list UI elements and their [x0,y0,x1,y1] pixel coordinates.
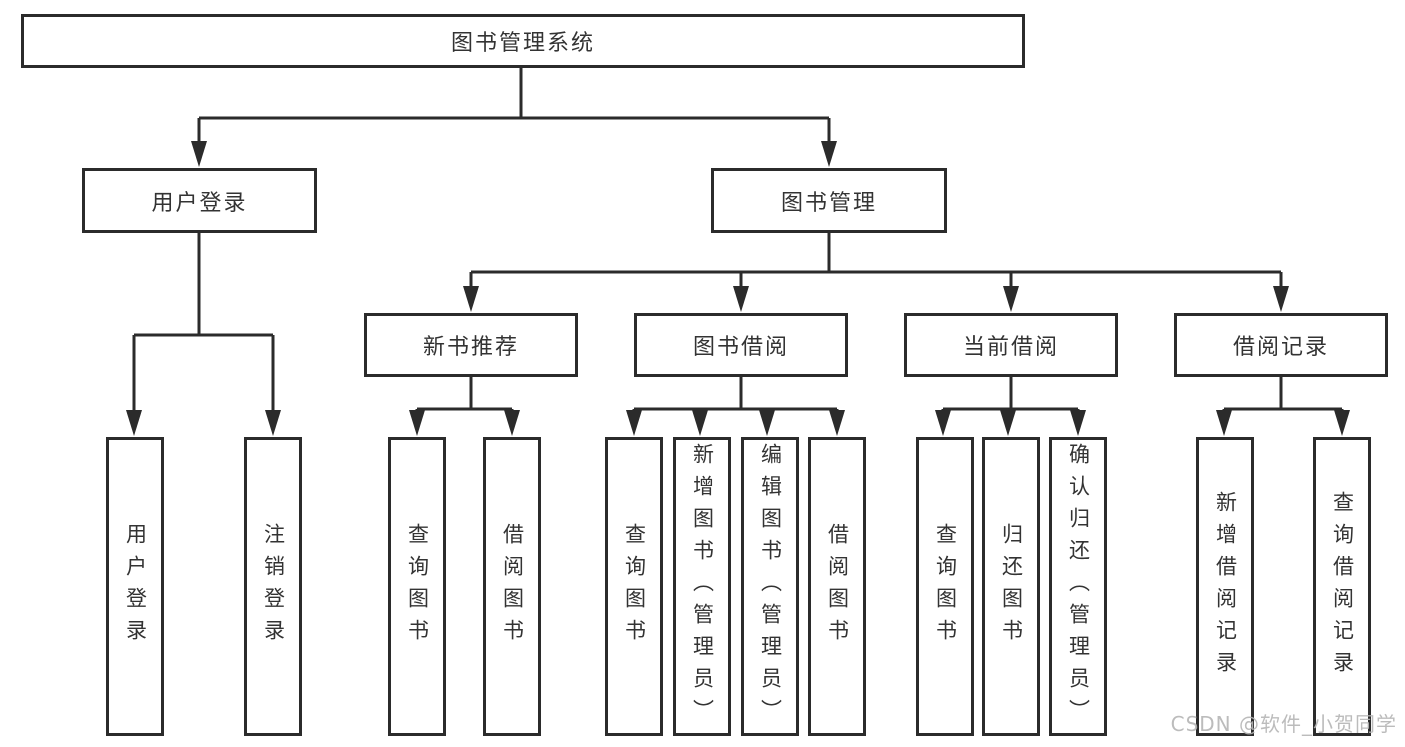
connector-new-book-rec-to-leaves [415,376,514,415]
leaf-edit-books-admin-label: 编辑图书（管理员） [758,442,783,731]
leaf-edit-books-admin: 编辑图书（管理员） [741,437,799,736]
leaf-borrow-books-1: 借阅图书 [483,437,541,736]
leaf-confirm-return-admin: 确认归还（管理员） [1049,437,1107,736]
leaf-query-books-2-label: 查询图书 [622,522,647,651]
leaf-add-books-admin: 新增图书（管理员） [673,437,731,736]
node-book-borrowing-label: 图书借阅 [692,335,789,360]
arrowhead [759,410,775,436]
arrowhead [692,410,708,436]
leaf-logout: 注销登录 [244,437,302,736]
leaf-add-books-admin-label: 新增图书（管理员） [690,442,715,731]
leaf-user-login: 用户登录 [106,437,164,736]
leaf-borrow-books-1-label: 借阅图书 [500,522,525,651]
leaf-user-login-label: 用户登录 [123,522,148,651]
leaf-borrow-books-2-label: 借阅图书 [825,522,850,651]
node-borrowing-records: 借阅记录 [1174,313,1388,377]
arrowhead [1000,410,1016,436]
leaf-query-books-3: 查询图书 [916,437,974,736]
node-book-borrowing: 图书借阅 [634,313,848,377]
node-user-login: 用户登录 [82,168,317,233]
arrowhead [504,410,520,436]
leaf-query-books-1-label: 查询图书 [405,522,430,651]
leaf-confirm-return-admin-label: 确认归还（管理员） [1066,442,1091,731]
leaf-borrow-books-2: 借阅图书 [808,437,866,736]
connector-book-mgmt-to-level3 [469,232,1283,291]
leaf-add-borrow-record-label: 新增借阅记录 [1213,490,1238,683]
arrowhead [126,410,142,436]
node-new-book-recommend-label: 新书推荐 [422,335,519,360]
node-library-system: 图书管理系统 [21,14,1025,68]
node-current-borrowing: 当前借阅 [904,313,1118,377]
node-book-management-label: 图书管理 [780,190,877,216]
node-book-management: 图书管理 [711,168,947,233]
leaf-query-borrow-record: 查询借阅记录 [1313,437,1371,736]
arrowhead [821,141,837,167]
arrowhead [191,141,207,167]
node-user-login-label: 用户登录 [151,190,248,216]
arrowhead [1070,410,1086,436]
leaf-query-books-2: 查询图书 [605,437,663,736]
arrowhead [1003,286,1019,312]
leaf-logout-label: 注销登录 [261,522,286,651]
leaf-return-books: 归还图书 [982,437,1040,736]
connector-user-login-to-leaves [132,232,275,415]
arrowhead [463,286,479,312]
leaf-query-books-1: 查询图书 [388,437,446,736]
arrowhead [1216,410,1232,436]
leaf-add-borrow-record: 新增借阅记录 [1196,437,1254,736]
node-current-borrowing-label: 当前借阅 [962,335,1059,360]
arrowhead [265,410,281,436]
leaf-query-borrow-record-label: 查询借阅记录 [1330,490,1355,683]
arrowhead [409,410,425,436]
node-library-system-label: 图书管理系统 [450,31,595,56]
connector-current-borrow-to-leaves [941,376,1080,415]
arrowhead [1273,286,1289,312]
connector-borrow-records-to-leaves [1222,376,1344,415]
arrowhead [1334,410,1350,436]
watermark: CSDN @软件_小贺同学 [1170,712,1397,736]
connector-book-borrow-to-leaves [632,376,839,415]
leaf-query-books-3-label: 查询图书 [933,522,958,651]
arrowhead [626,410,642,436]
leaf-return-books-label: 归还图书 [999,522,1024,651]
arrowhead [935,410,951,436]
arrowhead [829,410,845,436]
node-borrowing-records-label: 借阅记录 [1232,335,1329,360]
connector-root-to-level2 [197,67,831,146]
arrowhead [733,286,749,312]
node-new-book-recommend: 新书推荐 [364,313,578,377]
